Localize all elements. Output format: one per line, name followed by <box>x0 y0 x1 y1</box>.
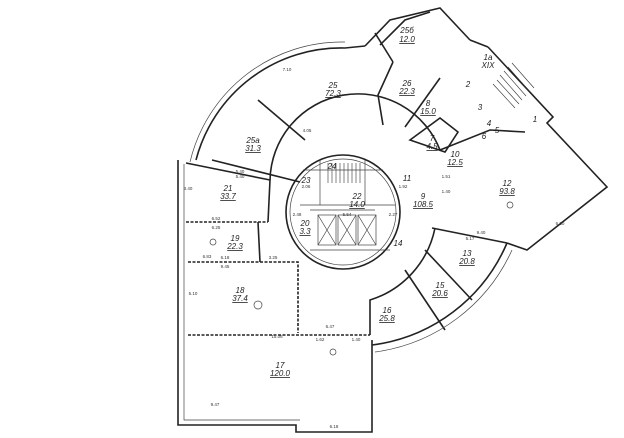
room-number: 25б <box>399 26 414 35</box>
room-label: 11 <box>403 174 411 183</box>
room-number: 9 <box>421 192 426 201</box>
room-area: 4.5 <box>426 142 438 151</box>
room-area: 31.3 <box>245 144 261 153</box>
dimension: 6.18 <box>221 255 230 260</box>
room-number: 19 <box>231 234 240 243</box>
dimension: 5.10 <box>189 291 198 296</box>
dimension-labels: 5.40 6.52 6.25 6.18 9.45 3.25 6.47 15.06… <box>184 67 565 429</box>
dimension: 2.27 <box>389 212 398 217</box>
room-area: 120.0 <box>270 369 291 378</box>
dimension: 5.40 <box>236 169 245 174</box>
room-area: 72.3 <box>325 89 341 98</box>
room-number: 1а <box>484 53 493 62</box>
dimension: 1.40 <box>352 337 361 342</box>
dimension: 6.47 <box>326 324 335 329</box>
room-number: 8 <box>426 99 431 108</box>
dimension: 6.83 <box>203 254 212 259</box>
room-number: 12 <box>503 179 512 188</box>
dimension: 6.30 <box>556 221 565 226</box>
room-number: 16 <box>383 306 392 315</box>
room-area: 108.5 <box>413 200 434 209</box>
room-labels: 25б 12.0 25 72.3 26 22.3 8 15.0 25а 31.3… <box>220 26 537 378</box>
room-area: 37.4 <box>232 294 248 303</box>
dimension: 4.05 <box>303 128 312 133</box>
room-number: 15 <box>436 281 445 290</box>
room-area: 93.8 <box>499 187 515 196</box>
room-number: 22 <box>352 192 362 201</box>
dimension: 1.62 <box>316 337 325 342</box>
dimension: 9.45 <box>221 264 230 269</box>
room-area: 14.0 <box>349 200 365 209</box>
room-area: 22.3 <box>226 242 243 251</box>
room-area: 20.6 <box>431 289 448 298</box>
room-label: 6 <box>482 132 487 141</box>
dimension: 3.25 <box>269 255 278 260</box>
dimension: 5.54 <box>343 212 352 217</box>
dimension: 2.06 <box>302 184 311 189</box>
dimension: 7.10 <box>283 67 292 72</box>
room-number: 20 <box>300 219 310 228</box>
room-number: 25а <box>245 136 260 145</box>
dimension: 6.18 <box>330 424 339 429</box>
room-area: 22.3 <box>398 87 415 96</box>
walls <box>177 7 609 433</box>
staircase-core <box>327 163 361 183</box>
room-number: 18 <box>236 286 245 295</box>
room-label: 5 <box>495 126 500 135</box>
dimension: 5.40 <box>236 174 245 179</box>
room-label: 4 <box>487 119 492 128</box>
room-label: 2 <box>465 80 471 89</box>
dimension: 6.52 <box>212 216 221 221</box>
room-area: 25.8 <box>378 314 395 323</box>
room-area: XIX <box>481 61 496 70</box>
dimension: 3.40 <box>184 186 193 191</box>
room-area: 20.8 <box>458 257 475 266</box>
room-label: 1 <box>533 115 537 124</box>
dimension: 6.25 <box>212 225 221 230</box>
room-area: 12.5 <box>447 158 463 167</box>
dimension: 5.17 <box>466 236 475 241</box>
room-number: 7 <box>430 134 435 143</box>
room-area: 3.3 <box>299 227 311 236</box>
room-area: 33.7 <box>220 192 236 201</box>
dimension: 1.92 <box>399 184 408 189</box>
dimension: 9.47 <box>211 402 220 407</box>
room-number: 25 <box>328 81 338 90</box>
room-label: 23 <box>301 176 311 185</box>
room-number: 10 <box>451 150 460 159</box>
room-number: 13 <box>463 249 472 258</box>
columns <box>209 201 514 356</box>
dimension: 2.48 <box>293 212 302 217</box>
dimension: 1.51 <box>442 174 451 179</box>
room-number: 26 <box>402 79 412 88</box>
room-label: 3 <box>478 103 483 112</box>
room-label: 14 <box>394 239 403 248</box>
room-number: 21 <box>223 184 233 193</box>
dimension: 1.40 <box>442 189 451 194</box>
room-label: 24 <box>327 162 337 171</box>
room-number: 17 <box>276 361 285 370</box>
staircase-1 <box>492 62 535 109</box>
dimension: 15.06 <box>271 334 283 339</box>
room-area: 15.0 <box>420 107 436 116</box>
dimension: 9.40 <box>477 230 486 235</box>
room-area: 12.0 <box>399 35 415 44</box>
